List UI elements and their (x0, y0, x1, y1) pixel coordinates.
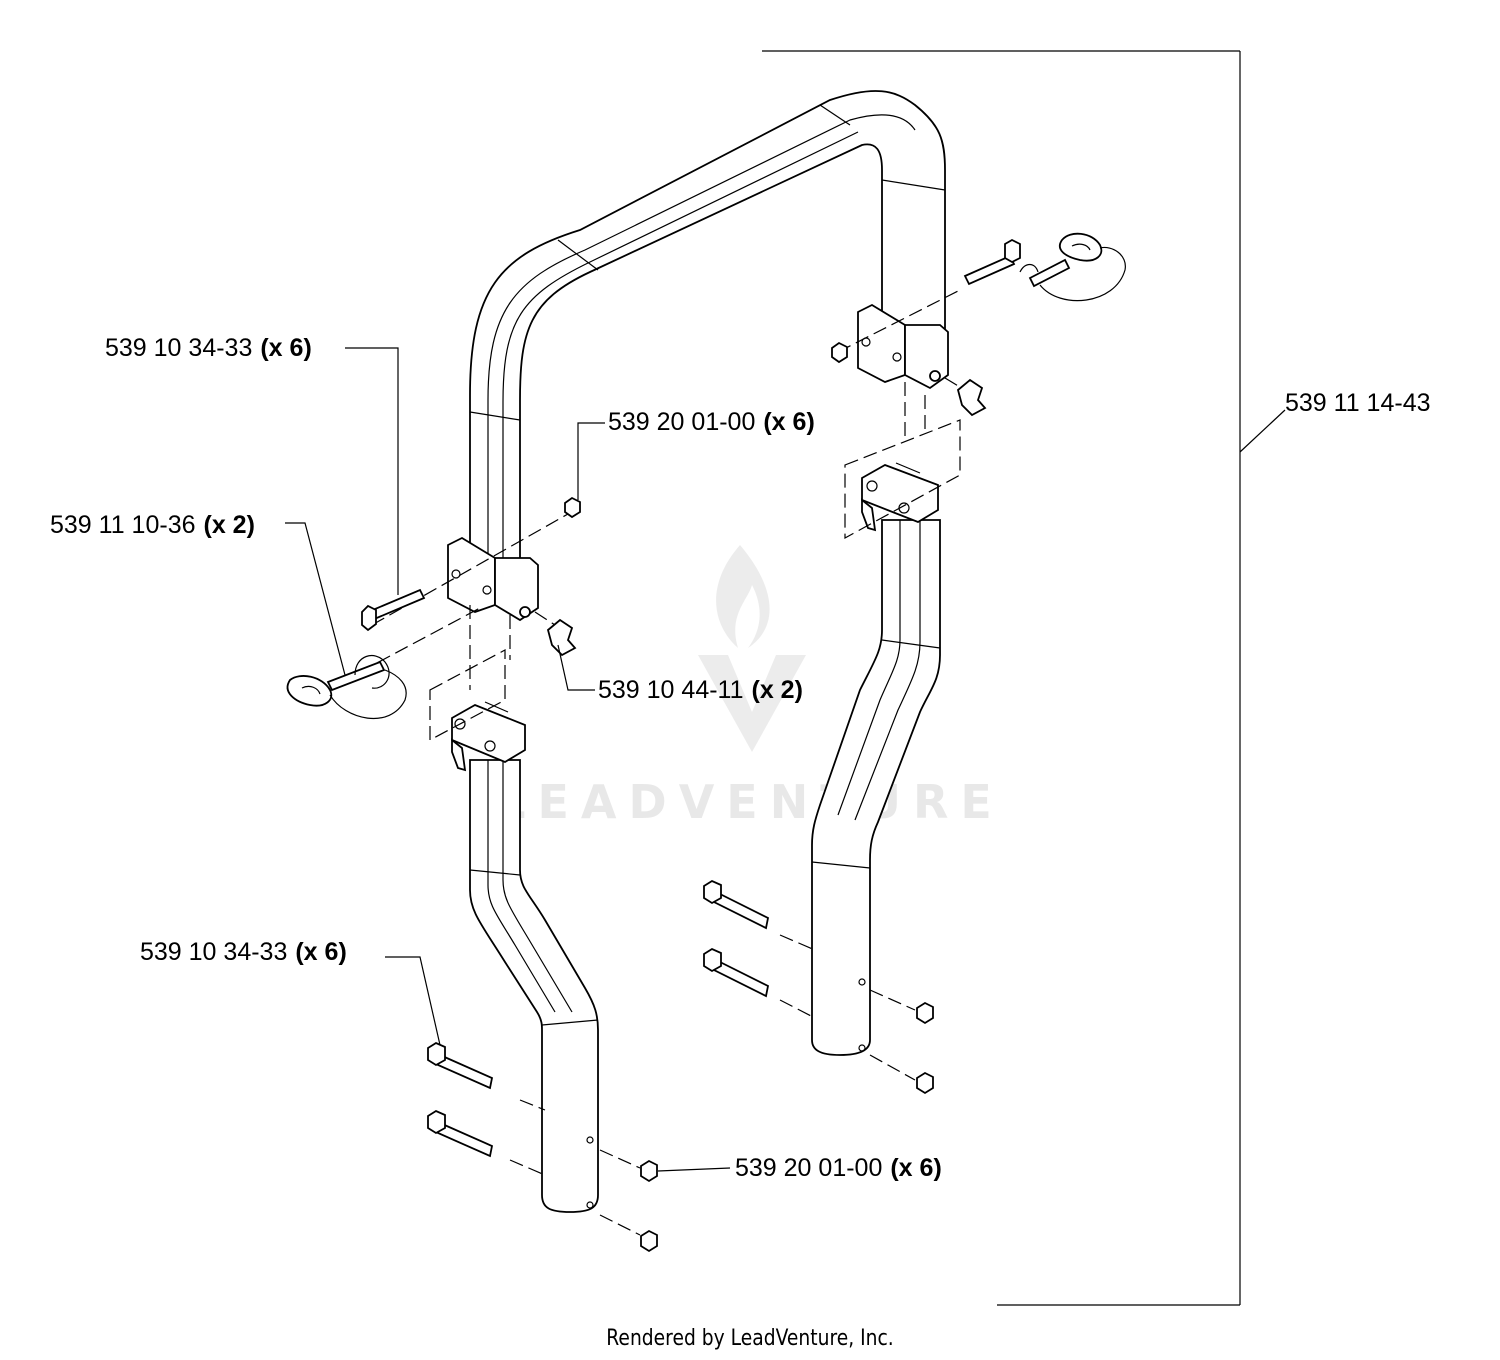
callout-bolt-upper[interactable]: 539 10 34-33(x 6) (105, 334, 312, 362)
left-upper-bracket[interactable] (447, 536, 539, 622)
left-lower-bracket[interactable] (451, 701, 526, 772)
knob-right[interactable] (956, 378, 987, 417)
bolt-lower-right-1[interactable] (703, 879, 770, 930)
callout-bolt-lower[interactable]: 539 10 34-33(x 6) (140, 938, 347, 966)
assembly-bracket (762, 50, 1286, 1306)
hitch-pin-right[interactable] (1019, 232, 1126, 302)
right-upper-bracket[interactable] (857, 303, 949, 390)
hitch-pin-left[interactable] (286, 654, 407, 720)
callout-nut-lower[interactable]: 539 20 01-00(x 6) (735, 1154, 942, 1182)
callout-nut-upper[interactable]: 539 20 01-00(x 6) (608, 408, 815, 436)
leader-lines (285, 347, 731, 1172)
nuts[interactable] (564, 341, 934, 1253)
right-lower-bracket[interactable] (861, 462, 939, 532)
callout-hitch-pin[interactable]: 539 11 10-36(x 2) (50, 511, 255, 539)
left-lower-leg[interactable] (469, 759, 599, 1213)
bolt-lower-right-2[interactable] (703, 947, 770, 998)
watermark-v-icon (698, 655, 806, 752)
bolt-lower-left-1[interactable] (427, 1041, 494, 1090)
right-lower-leg[interactable] (811, 519, 941, 1056)
callout-knob[interactable]: 539 10 44-11(x 2) (598, 676, 803, 704)
roll-bar-upper-hoop[interactable] (469, 90, 946, 566)
assembly-guides (359, 289, 966, 1236)
knob-left[interactable] (546, 618, 577, 657)
watermark-flame-icon (716, 545, 770, 648)
callout-assembly[interactable]: 539 11 14-43 (1285, 389, 1431, 417)
bolt-upper-right[interactable] (963, 238, 1021, 286)
footer-credit: Rendered by LeadVenture, Inc. (606, 1326, 894, 1351)
watermark: LEADVENTURE (496, 545, 1004, 829)
bolt-upper-left[interactable] (361, 588, 426, 632)
bolt-lower-left-2[interactable] (427, 1109, 494, 1158)
watermark-text: LEADVENTURE (496, 775, 1004, 829)
